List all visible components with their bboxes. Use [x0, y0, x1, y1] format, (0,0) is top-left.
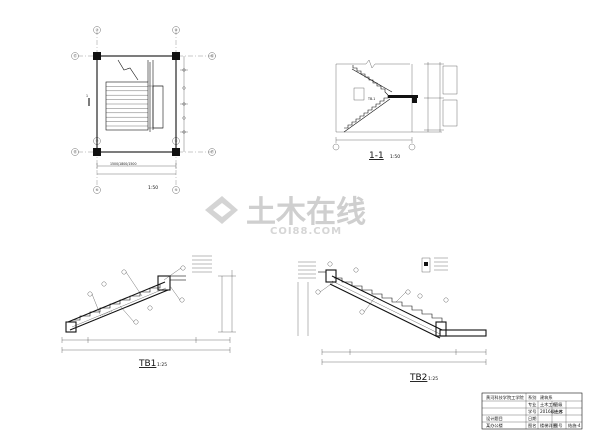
title-block-cell: 学号: [528, 408, 536, 415]
section-upper-flight: [352, 65, 389, 96]
section-beam: [412, 95, 417, 103]
axis-bubble-label: ⑤: [175, 188, 178, 192]
leader-tag: [327, 261, 333, 267]
tb2-detail: TB2 1:25: [297, 257, 487, 383]
title-block-cell: 图名: [528, 422, 536, 429]
tb2-title: TB2: [409, 373, 427, 383]
tb1-beam-right: [157, 275, 171, 291]
section-break-line: [336, 59, 410, 69]
section-lower-flight: [344, 95, 389, 129]
leader-tag: [147, 305, 153, 311]
leader-tag: [417, 293, 423, 299]
leader-tag: [405, 289, 411, 295]
title-block-cell: 姓名: [554, 408, 562, 415]
axis-bubble-label: Ⓔ: [74, 53, 78, 58]
tb2-rebar: [331, 280, 441, 335]
title-block-cell: 土木工程: [540, 401, 558, 408]
column: [93, 52, 101, 60]
tb2-steps: [334, 277, 443, 322]
axis-bubble: [332, 143, 340, 151]
title-block-cell: 设计题目: [486, 415, 503, 422]
title-block-cell: 建筑系: [540, 394, 553, 401]
axis-bubble: [172, 186, 180, 194]
tb2-scale: 1:25: [428, 376, 438, 382]
watermark: 土木在线 COI88.COM: [205, 195, 366, 237]
watermark-sub-text: COI88.COM: [270, 226, 342, 237]
landing: [152, 85, 164, 129]
leader-tag: [87, 291, 93, 297]
title-block-school: 黄河科技学院工学院: [486, 394, 525, 401]
axis-bubble-label: ⑥: [96, 188, 99, 192]
tb1-detail: TB1 1:25: [61, 255, 236, 369]
axis-bubble: [93, 26, 101, 34]
axis-bubble: [208, 52, 216, 60]
leader-tag: [315, 289, 321, 295]
column: [172, 52, 180, 60]
section-landing: [388, 95, 418, 98]
watermark-logo-icon-inner: [213, 203, 231, 217]
stair-well-outline: [96, 55, 177, 153]
title-block-cell: 日期: [528, 416, 536, 422]
tb1-slab-bottom: [69, 289, 169, 331]
leader-tag: [133, 319, 139, 325]
tb1-slab-top: [67, 281, 166, 323]
tb1-steps: [72, 284, 161, 321]
tb2-landing: [439, 329, 487, 337]
axis-bubble: [71, 148, 79, 156]
plan-scale: 1:50: [148, 185, 158, 191]
section-stair-label-box: [353, 87, 365, 101]
axis-bubble: [71, 52, 79, 60]
axis-bubble-label: Ⓕ: [211, 149, 215, 154]
column: [172, 148, 180, 156]
tb1-scale: 1:25: [157, 362, 167, 368]
plan-dimension-text: 1500/1800/1500: [110, 162, 136, 166]
section-stair-label: TB-1: [367, 97, 375, 101]
axis-bubble-label: Ⓓ: [74, 149, 78, 154]
title-block-cell: 系别: [528, 394, 536, 401]
section-1-1: TB-1 1-1 1:50: [332, 59, 458, 161]
leader-tag: [443, 297, 449, 303]
leader-tag: [180, 265, 186, 271]
section-title: 1-1: [369, 151, 384, 161]
leader-tag: [101, 281, 107, 287]
title-block-cell: 班级: [554, 401, 563, 408]
section-scale: 1:50: [390, 154, 400, 160]
title-block-cell: 某办公楼: [486, 422, 503, 429]
axis-bubble-label: Ⓖ: [211, 53, 215, 58]
tb2-section-box: [421, 257, 431, 273]
axis-bubble: [93, 186, 101, 194]
title-block-cell: 2016级土木: [540, 408, 564, 415]
column: [93, 148, 101, 156]
tb2-slab-top: [331, 275, 443, 331]
stair-flight-left: [105, 81, 149, 131]
axis-bubble: [208, 148, 216, 156]
tb2-slab-bottom: [329, 283, 441, 339]
title-block-cell: 专业: [528, 401, 536, 408]
axis-bubble-label: ⑧: [175, 28, 178, 32]
leader-tag: [359, 309, 365, 315]
tb2-beam-top: [325, 269, 337, 283]
leader-tag: [179, 297, 185, 303]
title-block-cell: 图号: [554, 423, 562, 429]
stair-plan: ⑦ ⑧ ⑨ ⑤ Ⓔ Ⓓ Ⓖ Ⓕ ⑥ ⑤: [71, 26, 218, 194]
leader-tag: [353, 267, 359, 273]
tb1-beam-left: [65, 321, 77, 333]
watermark-main-text: 土木在线: [246, 195, 366, 230]
leader-tag: [121, 269, 127, 275]
break-line: [117, 59, 139, 81]
axis-bubble: [172, 26, 180, 34]
section-cut-label: 1: [86, 94, 88, 98]
tb1-title: TB1: [138, 359, 156, 369]
title-block: 黄河科技学院工学院 系别 建筑系 专业 土木工程 班级 学号 2016级土木 日…: [481, 392, 583, 430]
title-block-cell: 楼梯详图: [540, 422, 557, 429]
axis-bubble: [408, 143, 416, 151]
title-block-cell: 结施-4: [568, 422, 581, 429]
axis-bubble-label: ⑦: [96, 28, 99, 32]
tb2-beam-bottom: [435, 321, 447, 337]
tb1-rebar: [71, 287, 167, 328]
